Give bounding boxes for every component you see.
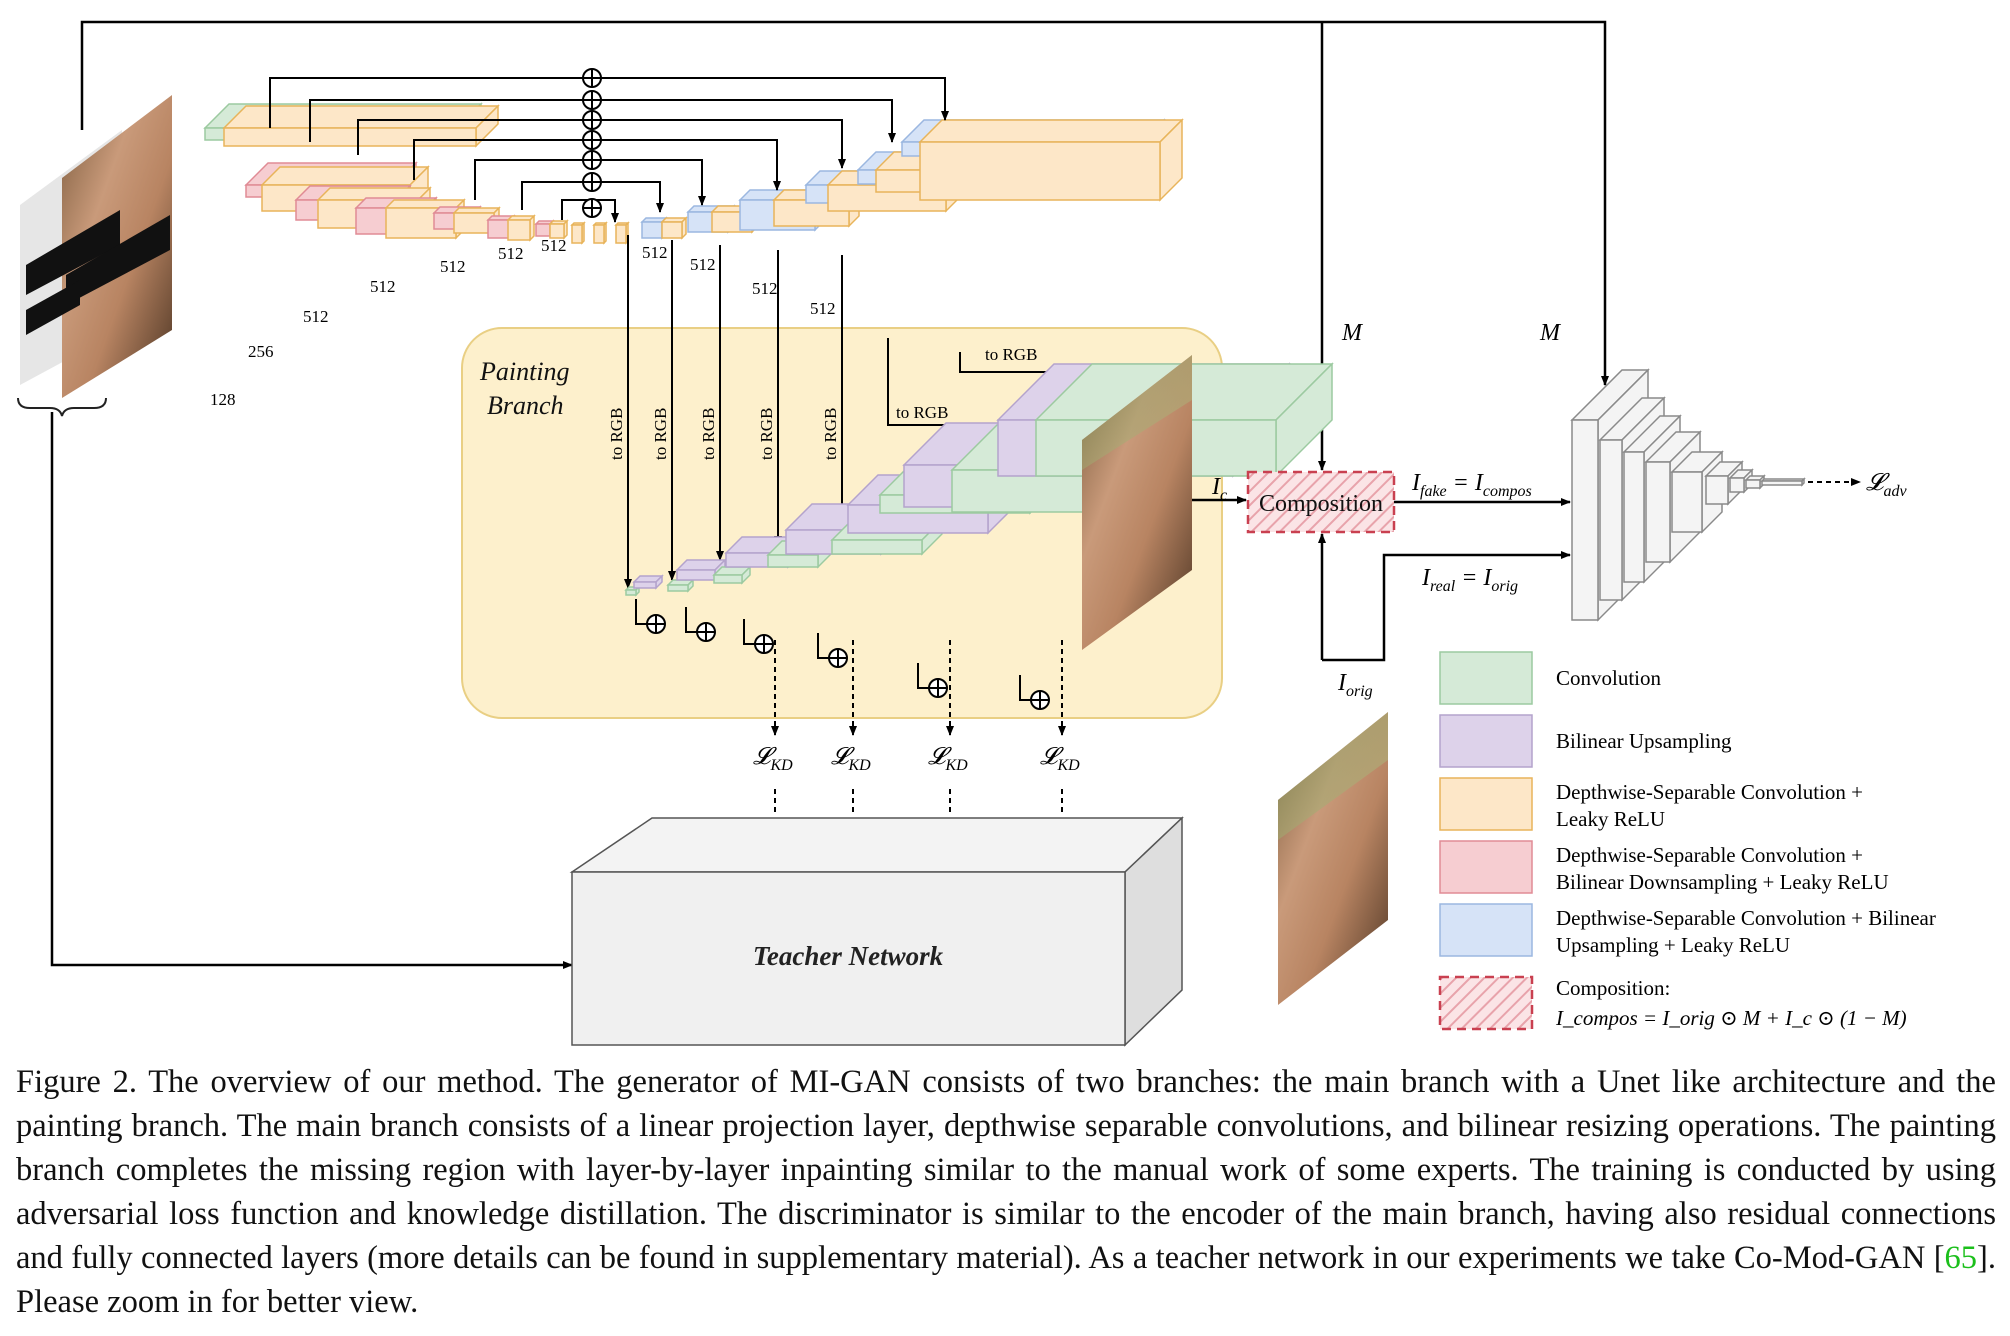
legend-label: Depthwise-Separable Convolution + [1556,780,1863,804]
to-rgb-label: to RGB [757,408,776,460]
encoder-block [592,221,608,245]
encoder-channel-labels: 128 256 512 512 512 512 512 [210,236,567,409]
ifake-label: Ifake = Icompos [1411,470,1532,500]
input-masked-image [17,95,172,417]
plus-sign [755,635,773,653]
legend-composition-title: Composition: [1556,976,1670,1000]
residual-line [917,663,929,689]
encoder-channel-label: 128 [210,390,236,409]
ireal-label: Ireal = Iorig [1421,565,1518,595]
decoder-channel-label: 512 [810,299,836,318]
legend-swatch [1439,903,1533,957]
encoder-blocks [203,102,630,245]
to-rgb-label: to RGB [651,408,670,460]
residual-line [743,619,755,645]
decoder-channel-label: 512 [690,255,716,274]
encoder-block [614,221,630,245]
encoder-block [452,206,501,235]
decoder-block [660,216,688,240]
original-image [1278,712,1388,1005]
caption-text: Figure 2. The overview of our method. Th… [16,1064,1996,1276]
plus-sign [929,679,947,697]
residual-line [635,599,647,625]
iorig-label: Iorig [1337,670,1373,700]
legend-swatch [1439,777,1533,831]
residual-line [817,633,829,659]
mask-label-1: M [1341,320,1364,346]
kd-loss-label: 𝓛KD [1040,744,1080,774]
encoder-block [506,214,536,242]
painting-branch-label: Painting Branch [479,357,576,420]
decoder-blocks [640,118,1184,240]
kd-loss-label: 𝓛KD [753,744,793,774]
plus-sign [1031,691,1049,709]
encoder-channel-label: 512 [498,244,524,263]
painting-block [712,565,752,585]
composition-label: Composition [1259,491,1383,517]
kd-loss-label: 𝓛KD [831,744,871,774]
plus-sign [697,623,715,641]
teacher-network-label: Teacher Network [753,941,944,971]
caption-text-end: ]. Please zoom in for better view. [16,1240,1996,1320]
method-diagram: 128 256 512 512 512 512 512 512 512 512 512 256 128… [17,20,1936,1047]
mask-label-2: M [1539,320,1562,346]
legend-swatch [1439,651,1533,705]
legend-swatch [1439,840,1533,894]
discriminator-blocks [1570,368,1806,622]
encoder-block [548,219,569,240]
decoder-block [918,118,1184,202]
legend-swatch [1439,714,1533,768]
residual-line [1019,675,1031,701]
to-rgb-label: to RGB [607,408,626,460]
composition-block: Composition [1246,470,1396,534]
legend-label: Bilinear Downsampling + Leaky ReLU [1556,870,1889,894]
ic-label: Ic [1211,474,1227,504]
output-image [1082,355,1192,650]
decoder-channel-label: 512 [642,243,668,262]
to-rgb-connections: to RGB to RGB to RGB to RGB to RGB to RGB to R… [607,235,1069,589]
to-rgb-label: to RGB [821,408,840,460]
painting-block [632,574,664,590]
encoder-channel-label: 512 [370,277,396,296]
legend-label: Leaky ReLU [1556,807,1665,831]
encoder-channel-label: 256 [248,342,274,361]
figure-caption: Figure 2. The overview of our method. Th… [16,1060,1996,1324]
composition-arrows [1192,496,1571,662]
plus-sign [647,615,665,633]
encoder-channel-label: 512 [541,236,567,255]
legend-label: Upsampling + Leaky ReLU [1556,933,1790,957]
adv-loss-label: 𝓛adv [1866,470,1907,500]
discriminator-block [1760,477,1806,487]
encoder-channel-label: 512 [303,307,329,326]
legend-label: Depthwise-Separable Convolution + [1556,843,1863,867]
residual-line [685,607,697,633]
to-rgb-label: to RGB [985,345,1037,364]
plus-sign [829,649,847,667]
legend-label: Bilinear Upsampling [1556,729,1732,753]
teacher-network-box: Teacher Network [569,816,1184,1047]
decoder-channel-label: 512 [752,279,778,298]
to-rgb-label: to RGB [896,403,948,422]
skip-plus-nodes [582,68,602,218]
legend-swatch-composition [1438,975,1534,1031]
legend-label: Convolution [1556,666,1662,690]
legend-label: Depthwise-Separable Convolution + Biline… [1556,906,1936,930]
kd-loss-label: 𝓛KD [928,744,968,774]
legend-composition-formula: I_compos = I_orig ⊙ M + I_c ⊙ (1 − M) [1555,1006,1907,1030]
citation-link[interactable]: 65 [1944,1240,1978,1276]
encoder-block [570,221,586,245]
painting-block [666,578,695,593]
to-rgb-label: to RGB [699,408,718,460]
painting-plus-nodes [635,599,1050,710]
encoder-channel-label: 512 [440,257,466,276]
